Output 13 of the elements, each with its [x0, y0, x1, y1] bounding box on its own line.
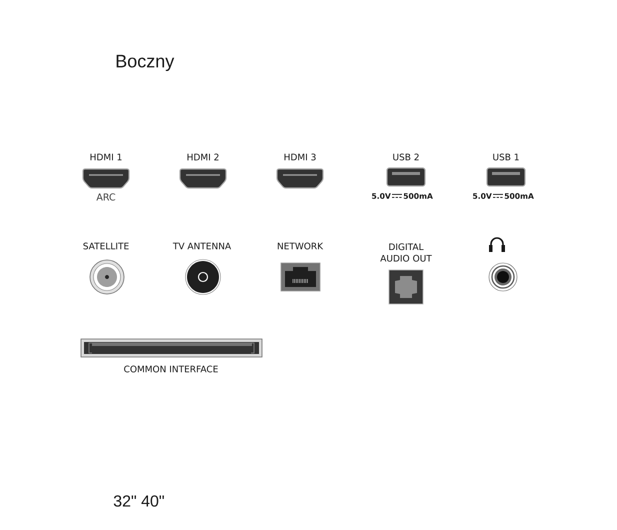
port-label: COMMON INTERFACE [124, 366, 218, 372]
title: Boczny [116, 54, 174, 72]
port-label: USB 1 [493, 154, 519, 160]
size-note: 32" 40" [114, 495, 164, 507]
port-label: HDMI 2 [188, 154, 218, 160]
port-label: USB 2 [393, 154, 419, 160]
port-label: TV ANTENNA [172, 242, 232, 250]
port-label: ARC [96, 193, 116, 201]
port-label: DIGITAL AUDIO OUT [380, 243, 432, 262]
port-label: SATELLITE [83, 242, 129, 250]
port-label: HDMI 1 [90, 154, 122, 160]
port-label: NETWORK [278, 242, 324, 250]
port-label: HDMI 3 [284, 154, 316, 160]
